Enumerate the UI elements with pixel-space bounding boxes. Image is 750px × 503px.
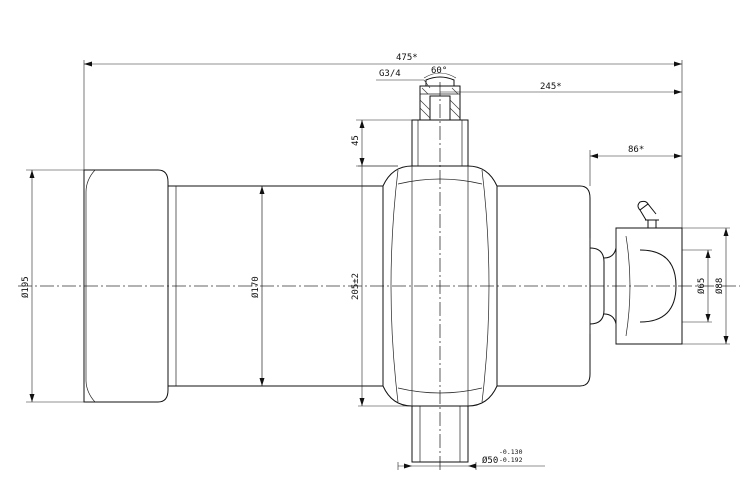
stage-diameter-label: Ø170 bbox=[250, 276, 261, 298]
dim-thread: G3/4 60° bbox=[376, 66, 457, 89]
dim-overall-length: 475* bbox=[83, 53, 683, 228]
thread-angle-label: 60° bbox=[431, 66, 447, 76]
dim-end-offset: 86* bbox=[589, 145, 682, 186]
rod-end-eye bbox=[589, 227, 683, 345]
dim-body-diameter: Ø195 bbox=[20, 169, 84, 403]
thread-label: G3/4 bbox=[379, 69, 401, 79]
eye-inner-label: Ø65 bbox=[696, 278, 707, 294]
dim-trunnion-height: 45 bbox=[351, 119, 412, 167]
pin-tolerance-upper: -0.130 bbox=[499, 448, 523, 456]
base-cap bbox=[83, 169, 169, 403]
right-tube bbox=[497, 185, 591, 387]
dim-eye-outer: Ø88 bbox=[682, 227, 730, 345]
overall-length-label: 475* bbox=[396, 53, 418, 63]
end-offset-label: 86* bbox=[628, 145, 644, 155]
dim-stage-diameter: Ø170 bbox=[250, 186, 265, 386]
dim-pin-diameter: Ø50 -0.130 -0.192 bbox=[397, 448, 545, 470]
pin-tolerance-lower: -0.192 bbox=[499, 456, 523, 464]
pin-diameter-label: Ø50 bbox=[482, 455, 498, 466]
trunnion-body bbox=[382, 165, 498, 407]
port-fitting bbox=[419, 76, 461, 121]
stage-tube bbox=[168, 185, 383, 387]
trunnion-height-label: 45 bbox=[351, 135, 361, 146]
body-diameter-label: Ø195 bbox=[20, 276, 31, 298]
dim-trunnion-span: 205±2 bbox=[351, 165, 412, 407]
grease-nipple-icon bbox=[637, 200, 659, 228]
bottom-trunnion-pin bbox=[411, 406, 469, 463]
dim-eye-inner: Ø65 bbox=[682, 249, 712, 323]
eye-outer-label: Ø88 bbox=[714, 278, 725, 294]
dim-to-port: 245* bbox=[440, 82, 682, 95]
to-port-label: 245* bbox=[540, 82, 562, 92]
trunnion-span-label: 205±2 bbox=[351, 273, 361, 300]
